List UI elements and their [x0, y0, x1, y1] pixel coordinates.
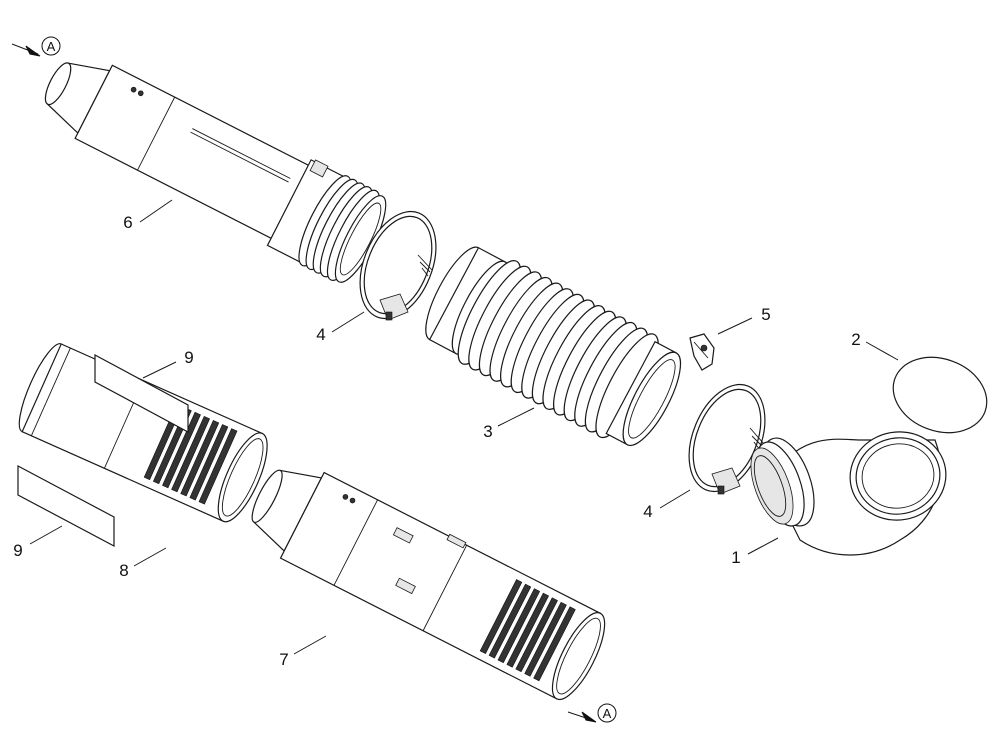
connector-arrow-a-top: A: [11, 36, 61, 57]
callout-4-upper: 4: [316, 325, 325, 344]
connector-marker-circle: [41, 36, 61, 56]
callout-9-upper: 9: [184, 348, 193, 367]
connector-marker-label: A: [47, 39, 56, 54]
part-8-finned-tube: [18, 343, 268, 523]
part-4-lower-clamp: [688, 383, 766, 495]
callout-4-lower: 4: [643, 502, 652, 521]
callout-3: 3: [483, 422, 492, 441]
part-7-fins: [479, 579, 576, 682]
callout-labels: 1 2 3 4 4 5 6 7 8 9 9: [13, 213, 860, 669]
part-1-elbow: [750, 431, 947, 556]
callout-7: 7: [279, 650, 288, 669]
part-8-fins: [143, 403, 238, 505]
part-2-gasket: [892, 356, 988, 434]
part-3-flex-hose: [425, 246, 682, 447]
part-6-upper-tube: [44, 62, 387, 283]
connector-marker-circle: [597, 703, 617, 723]
callout-9-lower: 9: [13, 541, 22, 560]
part-5-clip: [689, 333, 715, 371]
callout-5: 5: [761, 305, 770, 324]
part-6-bellows: [298, 175, 387, 283]
callout-2: 2: [851, 330, 860, 349]
connector-marker-label: A: [603, 706, 612, 721]
part-4-upper-clamp: [359, 210, 437, 321]
part-9-decal-upper: [94, 353, 189, 434]
leader-lines: [29, 199, 899, 655]
callout-6: 6: [123, 213, 132, 232]
connector-arrow-a-bottom: A: [567, 703, 617, 723]
part-9-decal-lower: [17, 465, 115, 547]
callout-8: 8: [119, 561, 128, 580]
part-3-ribs: [457, 260, 659, 439]
callout-1: 1: [731, 548, 740, 567]
part-7-finned-tube: [251, 469, 606, 701]
